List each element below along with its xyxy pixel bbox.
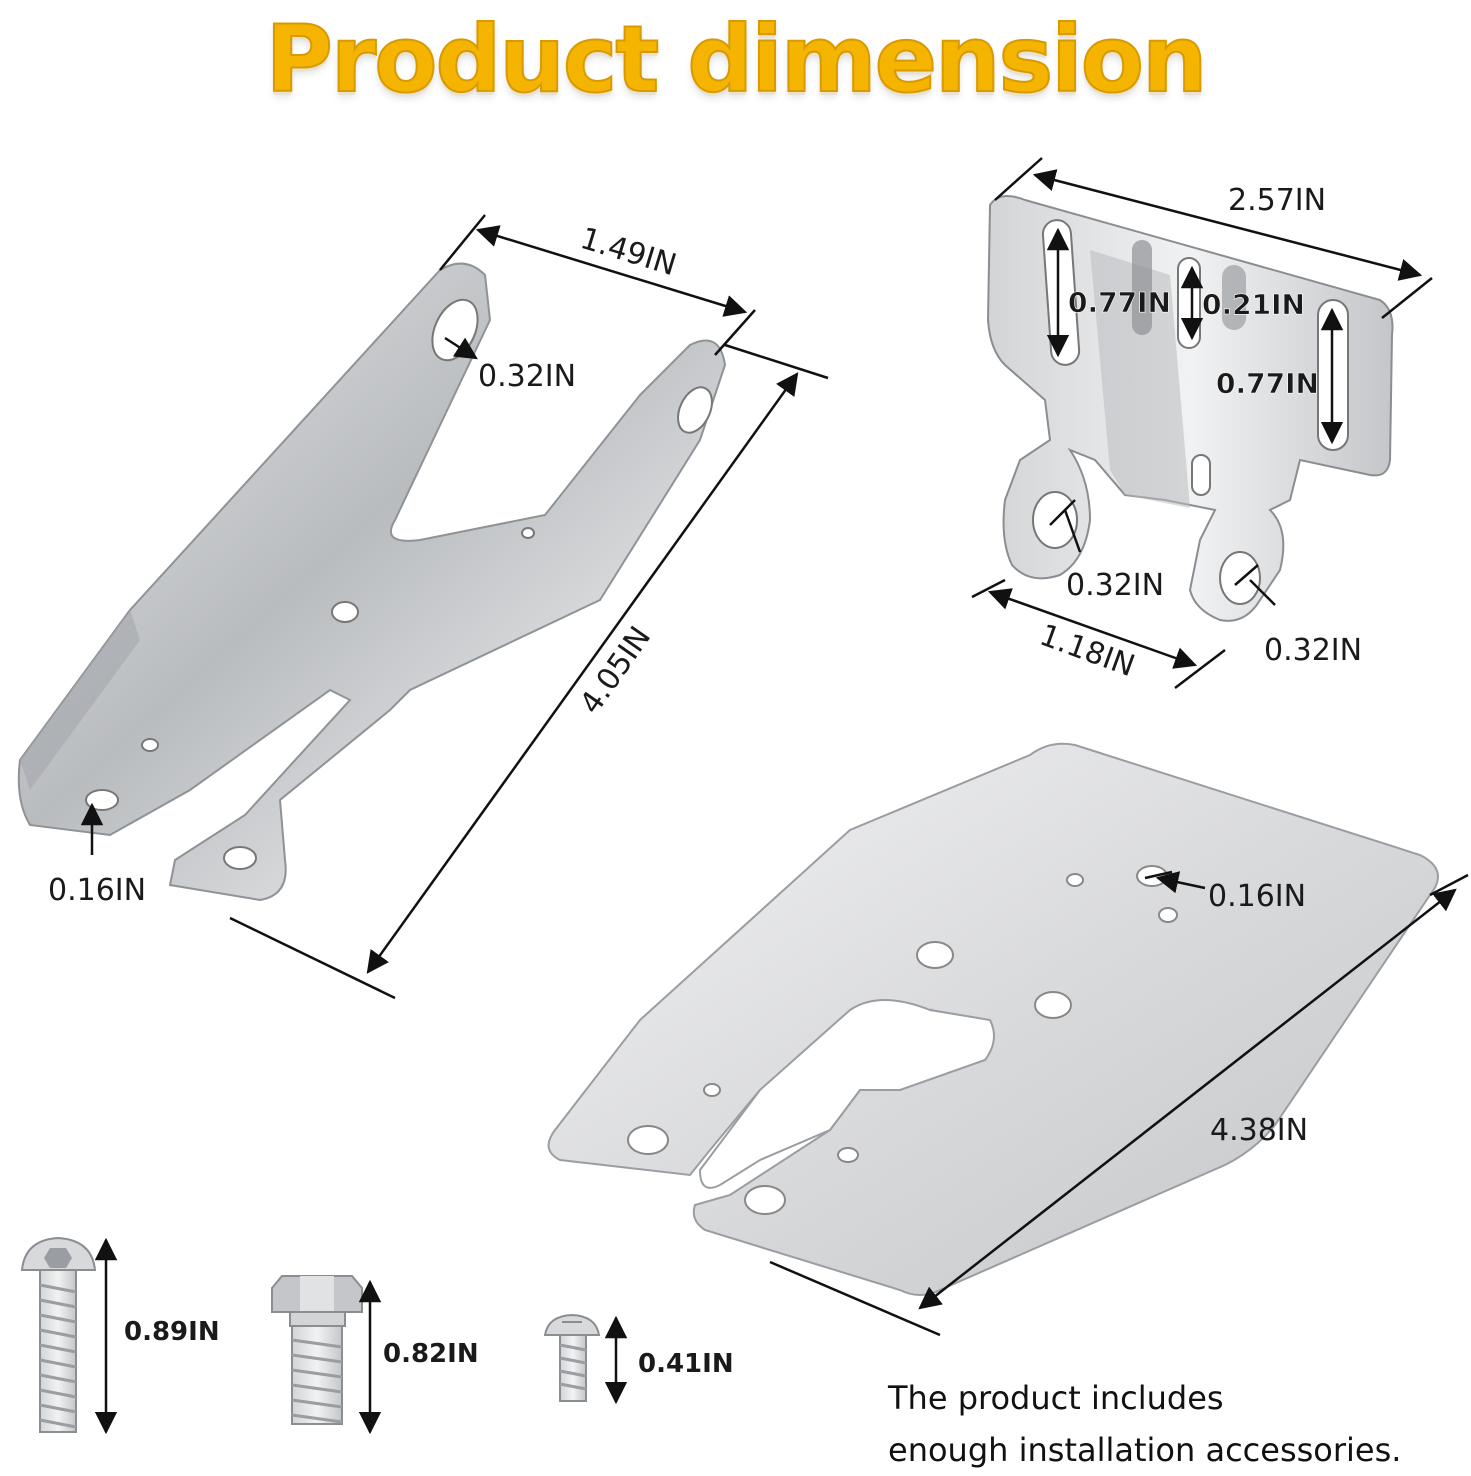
bracket-b-dimensions: [971, 157, 1433, 689]
bracket-b-hole-right-label: 0.32IN: [1264, 633, 1362, 668]
plate-body: [547, 742, 1439, 1296]
bracket-a: [17, 262, 727, 902]
bracket-b-width-label: 2.57IN: [1228, 183, 1326, 218]
screw-button-head: [20, 1236, 97, 1433]
screw-1-length-label: 0.89IN: [124, 1317, 220, 1347]
bracket-a-width-label: 1.49IN: [576, 221, 680, 283]
bracket-a-length-label: 4.05IN: [573, 620, 658, 720]
bracket-b-hole-left-label: 0.32IN: [1066, 568, 1164, 603]
note-line-1: The product includes: [888, 1379, 1224, 1417]
bracket-b-slot-left-label: 0.77IN: [1068, 286, 1171, 319]
screw-3-length-label: 0.41IN: [638, 1349, 734, 1379]
page-title: Product dimension: [264, 5, 1208, 114]
plate-dimensions: [769, 870, 1469, 1337]
note-line-2: enough installation accessories.: [888, 1431, 1402, 1469]
plate-length-label: 4.38IN: [1210, 1113, 1308, 1148]
bracket-b-slot-mid-label: 0.21IN: [1202, 288, 1305, 321]
screw-2-length-label: 0.82IN: [383, 1339, 479, 1369]
screw-hex-bolt: [271, 1275, 363, 1425]
accessories-note: The product includes enough installation…: [888, 1372, 1401, 1476]
bracket-b-hole-right: [1219, 551, 1261, 605]
bracket-a-body: [17, 262, 727, 902]
bracket-b-slot-mid: [1177, 257, 1201, 349]
bracket-a-top-hole-label: 0.32IN: [478, 359, 576, 394]
plate-hole-label: 0.16IN: [1208, 879, 1306, 914]
bracket-a-dimensions: [80, 214, 829, 1000]
bracket-b-slot-right-label: 0.77IN: [1216, 367, 1319, 400]
screw-pan-head: [543, 1313, 601, 1402]
plate: [547, 742, 1439, 1296]
bracket-a-bottom-hole-label: 0.16IN: [48, 873, 146, 908]
